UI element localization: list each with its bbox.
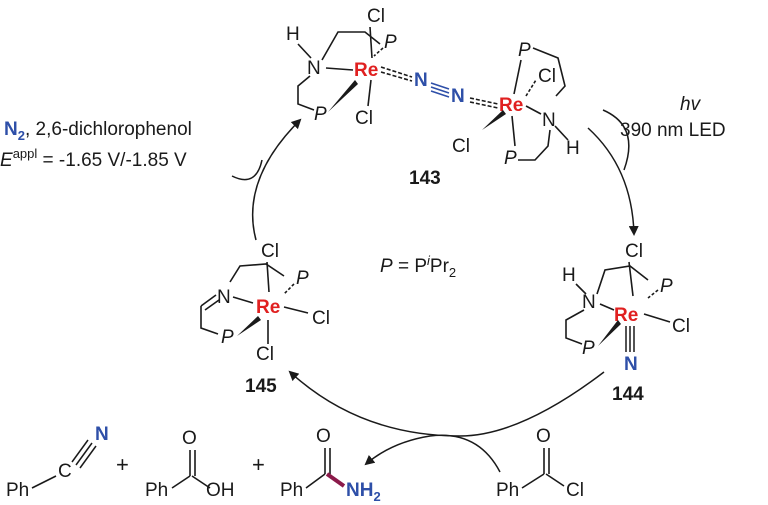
o-atom: O: [536, 426, 551, 447]
cl-atom: Cl: [452, 136, 470, 157]
photolysis-conditions: hv 390 nm LED: [620, 94, 726, 141]
cl-atom: Cl: [261, 241, 279, 262]
n-atom-blue: N: [451, 86, 465, 107]
legend-iso: i: [427, 253, 431, 268]
compound-143-structure: H N Cl P Re P Cl N N Re P Cl N: [286, 6, 580, 189]
plus-sign: +: [116, 452, 129, 477]
p-atom: P: [384, 32, 397, 53]
cl-atom: Cl: [672, 316, 690, 337]
benzoic-acid: Ph O OH: [145, 428, 235, 501]
n2-label: N: [4, 119, 18, 140]
reagent-text: , 2,6-dichlorophenol: [25, 119, 192, 140]
h-atom: H: [286, 24, 300, 45]
svg-text:NH2: NH2: [346, 480, 381, 504]
potential-e: E: [0, 150, 13, 171]
h-atom: H: [566, 138, 580, 159]
re-atom: Re: [256, 297, 280, 318]
benzamide: Ph O NH2: [280, 426, 381, 504]
o-atom: O: [182, 428, 197, 449]
re-atom: Re: [354, 60, 378, 81]
h-atom: H: [562, 265, 576, 286]
n-atom-blue: N: [414, 70, 428, 91]
led-label: 390 nm LED: [620, 120, 726, 141]
cl-atom: Cl: [625, 241, 643, 262]
n-atom: N: [542, 110, 556, 131]
cl-atom: Cl: [538, 66, 556, 87]
cl-atom: Cl: [367, 6, 385, 27]
ph-group: Ph: [496, 480, 519, 501]
compound-145-structure: Cl P N Re Cl P Cl 145: [200, 241, 330, 397]
compound-143-label: 143: [409, 168, 441, 189]
ligand-legend: P = PiPr2: [380, 253, 456, 280]
svg-text:Eappl = -1.65 V/-1.85 V: Eappl = -1.65 V/-1.85 V: [0, 146, 187, 171]
cl-atom: Cl: [355, 108, 373, 129]
ph-group: Ph: [280, 480, 303, 501]
hv-label: hv: [680, 94, 702, 115]
legend-p: P: [380, 256, 393, 277]
n-atom-blue: N: [624, 354, 638, 375]
ph-group: Ph: [6, 480, 29, 501]
benzoyl-chloride: Ph O Cl: [496, 426, 584, 501]
n2-subscript: 2: [18, 128, 25, 143]
p-atom: P: [504, 148, 517, 169]
re-atom: Re: [499, 95, 523, 116]
carbon-atom: C: [58, 461, 72, 482]
svg-text:P = PiPr2: P = PiPr2: [380, 253, 456, 280]
legend-sub: 2: [449, 265, 456, 280]
legend-equals: = P: [393, 256, 427, 277]
cl-atom: Cl: [312, 308, 330, 329]
compound-145-label: 145: [245, 376, 277, 397]
p-atom: P: [296, 268, 309, 289]
oh-group: OH: [206, 480, 235, 501]
plus-sign: +: [252, 452, 265, 477]
legend-pr: Pr: [430, 256, 450, 277]
potential-appl: appl: [13, 146, 38, 161]
p-atom: P: [582, 338, 595, 359]
catalytic-cycle-arrows: [231, 109, 639, 473]
light-arrow-curl: [602, 109, 630, 171]
p-atom: P: [314, 104, 327, 125]
ph-group: Ph: [145, 480, 168, 501]
n-atom: N: [582, 292, 596, 313]
re-atom: Re: [614, 305, 638, 326]
n-atom: N: [217, 287, 231, 308]
nh2-subscript: 2: [373, 489, 380, 504]
potential-value: = -1.65 V/-1.85 V: [37, 150, 187, 171]
reduction-conditions: N2, 2,6-dichlorophenol Eappl = -1.65 V/-…: [0, 119, 192, 171]
svg-text:N2, 2,6-dichlorophenol: N2, 2,6-dichlorophenol: [4, 119, 192, 143]
compound-144-label: 144: [612, 384, 644, 405]
nh-group: NH: [346, 480, 373, 501]
n-atom-blue: N: [95, 424, 109, 445]
p-atom: P: [660, 276, 673, 297]
p-atom: P: [221, 327, 234, 348]
cl-atom: Cl: [256, 344, 274, 365]
n-atom: N: [307, 58, 321, 79]
benzonitrile: Ph C N: [6, 424, 109, 501]
o-atom: O: [316, 426, 331, 447]
cl-atom: Cl: [566, 480, 584, 501]
compound-144-structure: Cl H N P Re Cl P N 144: [562, 241, 690, 405]
p-atom: P: [518, 40, 531, 61]
